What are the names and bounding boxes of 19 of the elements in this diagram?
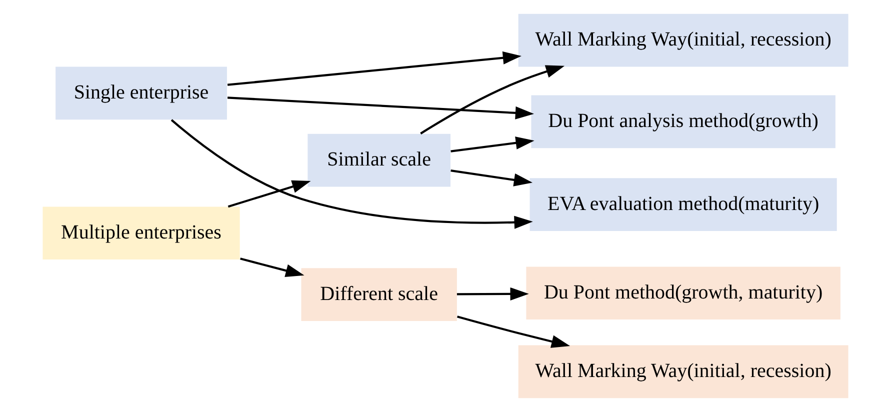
node-box: EVA evaluation method(maturity) xyxy=(530,178,837,231)
node-box: Du Pont method(growth, maturity) xyxy=(526,266,840,320)
arrow xyxy=(456,287,529,300)
node-box: Du Pont analysis method(growth) xyxy=(531,95,836,148)
arrow xyxy=(420,65,565,134)
node-box: Similar scale xyxy=(308,134,450,187)
node-box: Wall Marking Way(initial, recession) xyxy=(518,345,848,398)
arrow xyxy=(450,136,534,152)
arrow xyxy=(456,316,570,348)
node-box: Wall Marking Way(initial, recession) xyxy=(518,14,848,67)
arrow xyxy=(240,258,304,277)
arrow xyxy=(450,170,533,186)
node-box: Single enterprise xyxy=(56,66,227,120)
arrow xyxy=(227,51,522,86)
arrow xyxy=(170,119,533,229)
arrow xyxy=(228,180,311,208)
node-box: Multiple enterprises xyxy=(42,206,240,260)
node-box: Different scale xyxy=(301,268,457,321)
arrow xyxy=(227,96,534,120)
